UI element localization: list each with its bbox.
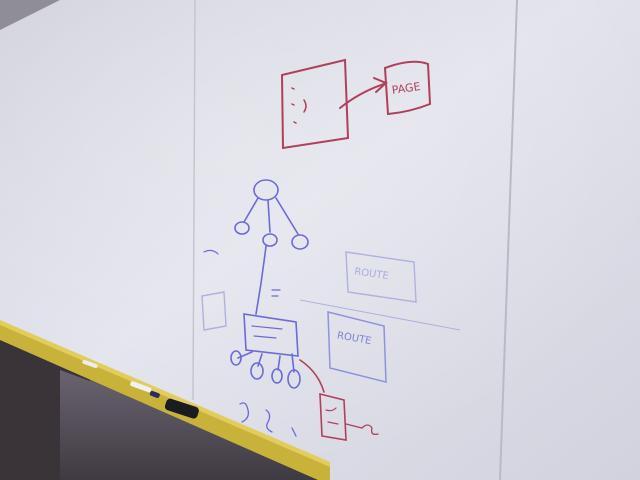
red-box-text <box>325 407 339 425</box>
tree-trunk <box>255 245 267 315</box>
marker-tray-edge <box>0 320 330 467</box>
tree-scribble <box>239 402 250 423</box>
eraser <box>164 398 199 419</box>
marker <box>82 359 98 369</box>
red-box-dots <box>291 87 307 124</box>
tree-edge <box>277 355 281 371</box>
panel-seam-left <box>192 0 196 401</box>
ghost-line <box>299 299 461 331</box>
tree-edge <box>275 197 299 235</box>
tree-edge <box>291 353 295 373</box>
page-label: PAGE <box>391 80 421 97</box>
page-box <box>383 60 432 116</box>
marker-cap <box>149 390 160 398</box>
ghost-box <box>201 291 227 331</box>
panel-seam-right <box>499 0 518 480</box>
tree-box <box>243 313 299 357</box>
blue-tree <box>203 179 309 437</box>
red-box <box>280 58 350 150</box>
tree-leaf <box>287 369 301 389</box>
tree-box-text <box>251 325 283 339</box>
tree-leaf <box>250 362 264 380</box>
ghost-marks <box>201 251 461 331</box>
route-box-upper <box>345 251 417 303</box>
tree-edge <box>243 197 259 223</box>
wall-top <box>0 0 60 30</box>
route-box-lower <box>327 311 387 383</box>
tree-scribble <box>291 427 297 437</box>
red-drawing <box>280 58 432 150</box>
red-arrow <box>339 83 385 109</box>
tree-node <box>234 221 250 235</box>
tree-edge-label <box>271 289 281 297</box>
marker <box>130 381 152 393</box>
red-lower-drawing <box>299 359 379 441</box>
tree-leaf <box>271 368 283 384</box>
tree-side-mark <box>203 249 219 255</box>
red-small-box <box>319 392 347 441</box>
tree-leaf <box>230 350 242 366</box>
tree-node <box>262 233 278 247</box>
route-box-lower-group <box>327 311 387 383</box>
route-label-upper: ROUTE <box>354 266 390 282</box>
tree-root-node <box>253 179 279 201</box>
red-curve <box>299 359 325 393</box>
red-tail <box>345 423 379 436</box>
tree-scribble <box>265 409 273 433</box>
tree-node <box>291 234 309 250</box>
tree-edge <box>267 199 271 233</box>
